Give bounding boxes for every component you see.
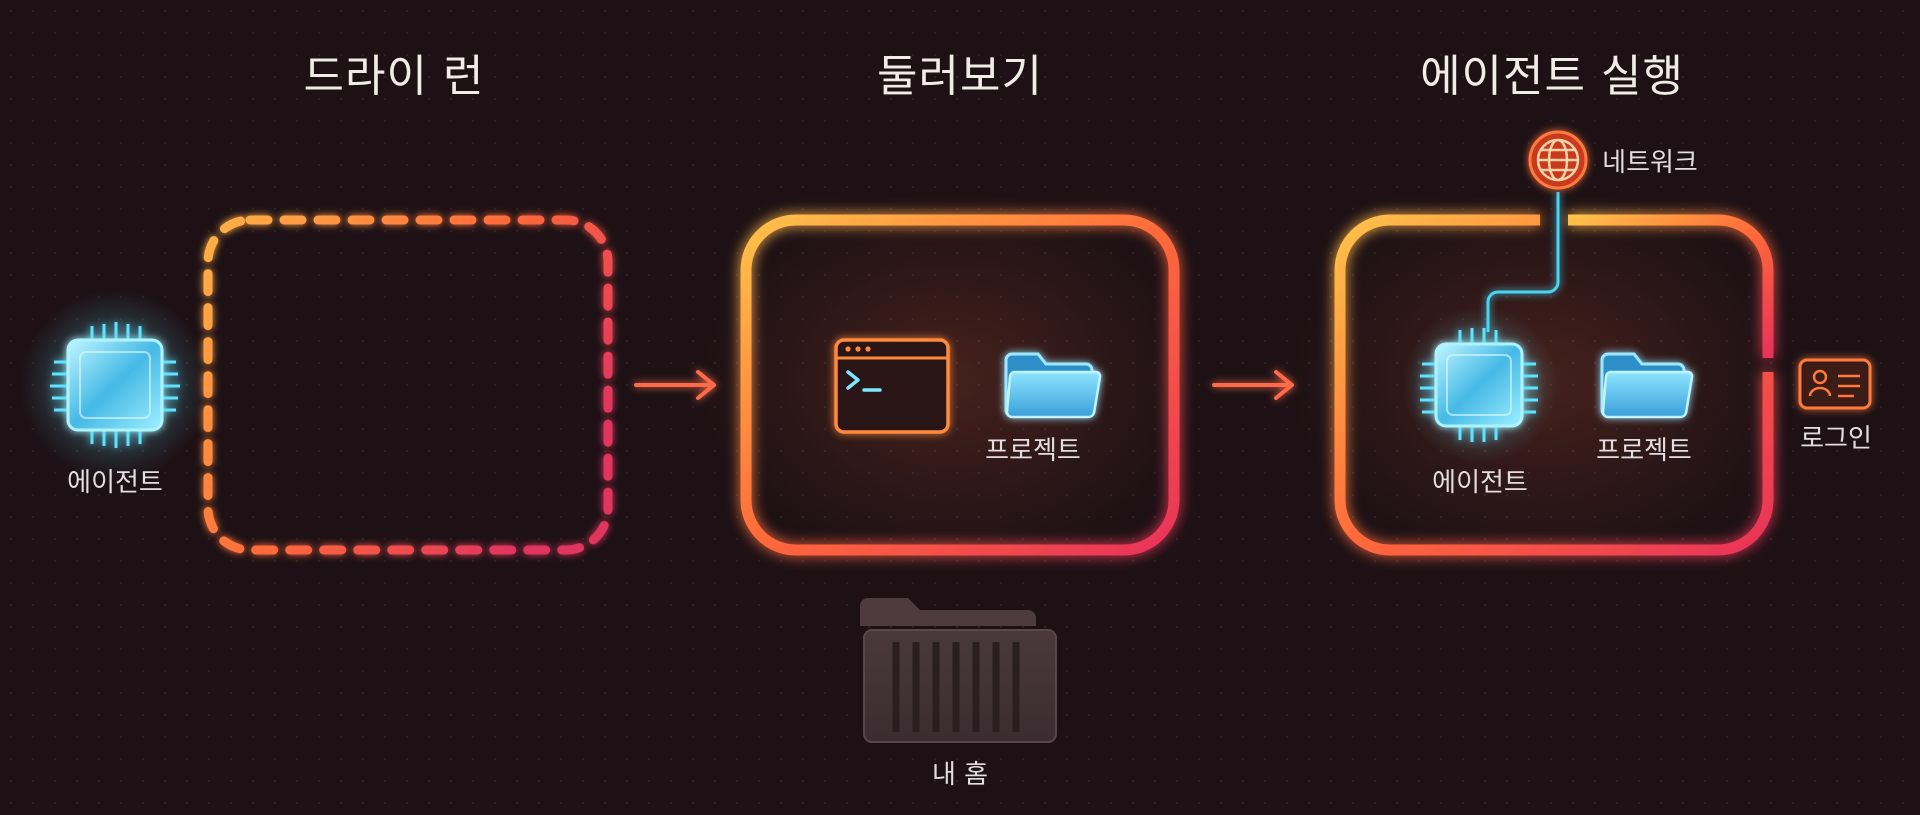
- project-label-run: 프로젝트: [1596, 436, 1692, 466]
- login-label: 로그인: [1800, 424, 1872, 454]
- globe-icon: [1528, 130, 1588, 190]
- network-connector-line: [1486, 192, 1560, 332]
- agent-label-outside: 에이전트: [67, 468, 163, 498]
- folder-icon: [1600, 352, 1694, 419]
- terminal-window-icon: [834, 338, 950, 434]
- stage-title-dry-run: 드라이 런: [303, 51, 485, 102]
- agent-label-inside: 에이전트: [1432, 468, 1528, 498]
- agent-chip-outside: [20, 290, 210, 480]
- id-card-icon: [1798, 358, 1872, 410]
- chip-icon: [50, 322, 180, 448]
- agent-chip-inside: [1402, 307, 1558, 463]
- arrow-right-icon: [1212, 370, 1294, 400]
- network-label: 네트워크: [1602, 148, 1698, 178]
- folder-icon: [1004, 352, 1102, 419]
- chip-icon: [1420, 328, 1538, 442]
- stage-title-agent-run: 에이전트 실행: [1420, 51, 1684, 102]
- stage-title-browse: 둘러보기: [877, 51, 1043, 102]
- home-folder-icon: [860, 598, 1057, 743]
- project-label-browse: 프로젝트: [985, 436, 1081, 466]
- dry-run-dashed-cage: [203, 215, 613, 555]
- home-label: 내 홈: [931, 760, 989, 790]
